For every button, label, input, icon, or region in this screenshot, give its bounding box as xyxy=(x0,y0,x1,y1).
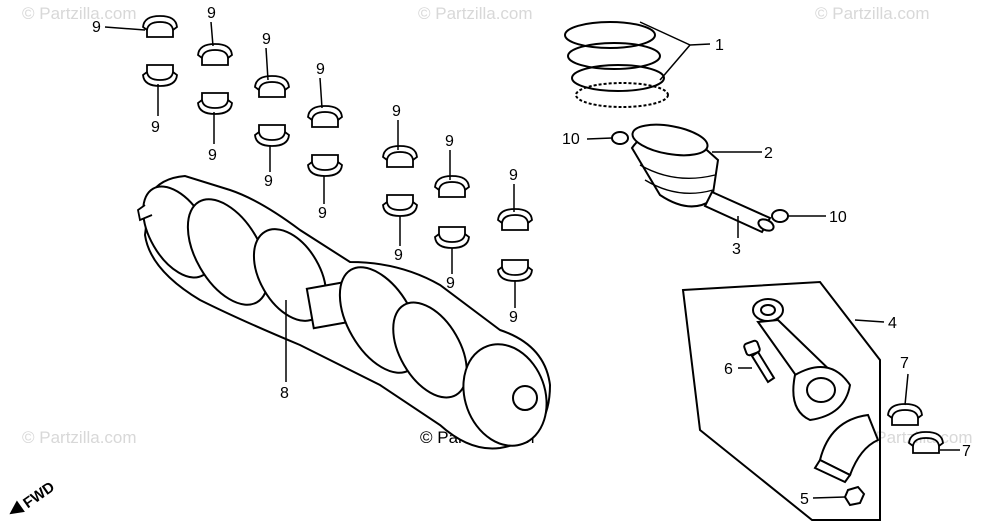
fwd-label: FWD xyxy=(20,478,58,512)
rod-bearings xyxy=(887,403,944,454)
callout-7: 7 xyxy=(962,443,971,460)
callout-6: 6 xyxy=(724,361,733,378)
rod-nut xyxy=(843,485,866,507)
callout-9: 9 xyxy=(207,5,216,22)
callout-10: 10 xyxy=(829,209,847,226)
piston xyxy=(630,123,720,208)
callout-9: 9 xyxy=(208,147,217,164)
callout-9: 9 xyxy=(509,167,518,184)
callout-9: 9 xyxy=(445,133,454,150)
watermark: © Partzilla.com xyxy=(418,4,533,23)
callout-8: 8 xyxy=(280,385,289,402)
callout-9: 9 xyxy=(151,119,160,136)
callout-4: 4 xyxy=(888,315,897,332)
callout-9: 9 xyxy=(262,31,271,48)
callout-2: 2 xyxy=(764,145,773,162)
leader-lines xyxy=(104,21,960,499)
piston-rings xyxy=(564,21,669,108)
callout-9: 9 xyxy=(392,103,401,120)
watermark: © Partzilla.com xyxy=(22,4,137,23)
callout-9: 9 xyxy=(446,275,455,292)
callout-9: 9 xyxy=(264,173,273,190)
callout-9: 9 xyxy=(509,309,518,326)
watermark: © Partzilla.com xyxy=(22,428,137,447)
connecting-rod xyxy=(752,298,852,422)
conrod-box xyxy=(681,280,881,521)
callout-9: 9 xyxy=(92,19,101,36)
callout-9: 9 xyxy=(394,247,403,264)
callouts: 9 9 9 9 9 9 9 9 9 9 9 9 9 9 1 10 2 3 10 … xyxy=(92,5,971,508)
crankshaft xyxy=(137,174,552,450)
callout-9: 9 xyxy=(318,205,327,222)
rod-bolt xyxy=(743,339,776,384)
callout-3: 3 xyxy=(732,241,741,258)
watermark: © Partzilla.com xyxy=(815,4,930,23)
piston-pin xyxy=(703,190,775,234)
callout-1: 1 xyxy=(715,37,724,54)
rod-cap xyxy=(813,413,880,484)
callout-5: 5 xyxy=(800,491,809,508)
callout-9: 9 xyxy=(316,61,325,78)
callout-10: 10 xyxy=(562,131,580,148)
callout-7: 7 xyxy=(900,355,909,372)
fwd-arrow: FWD xyxy=(9,478,58,515)
